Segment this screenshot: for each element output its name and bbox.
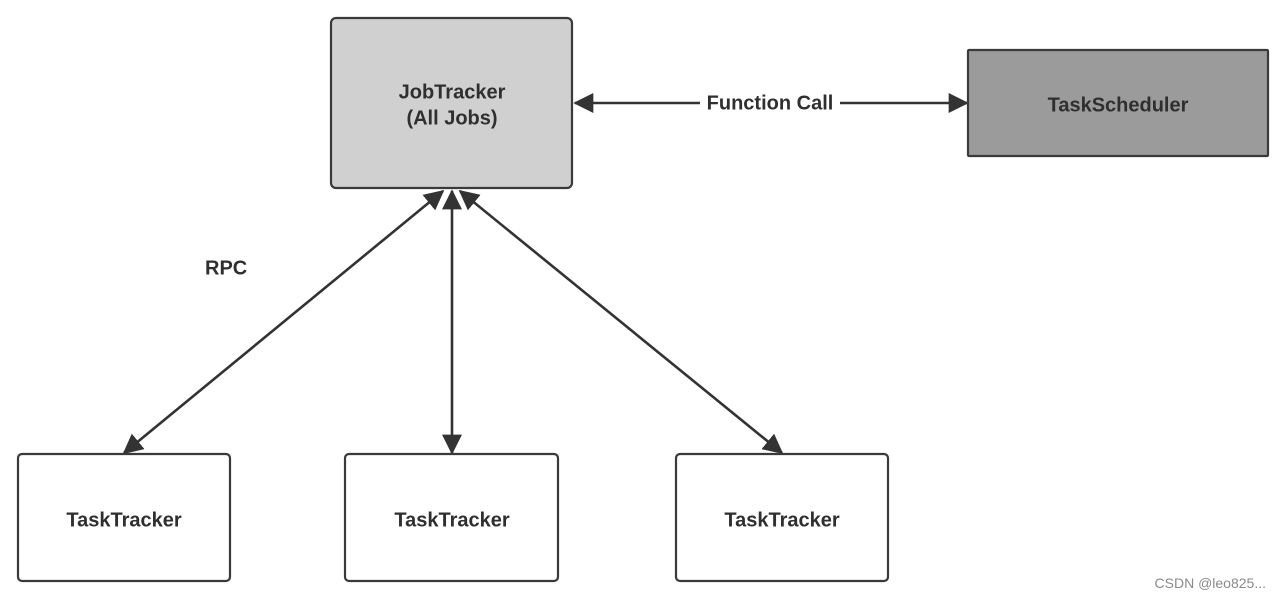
node-jobtracker: JobTracker (All Jobs): [329, 16, 574, 190]
watermark: CSDN @leo825...: [1154, 575, 1266, 591]
rpc-arrow-left: [122, 189, 445, 455]
edge-rpc-right: [458, 189, 784, 455]
tasktracker-3-box: [674, 452, 890, 583]
tasktracker-1-box: [16, 452, 232, 583]
taskscheduler-box: [966, 48, 1270, 158]
taskscheduler-label: TaskScheduler: [1048, 94, 1189, 116]
rpc-arrow-right: [458, 189, 784, 455]
tasktracker-1-label: TaskTracker: [66, 509, 181, 531]
edge-function-call: Function Call: [573, 92, 969, 114]
rpc-label: RPC: [205, 257, 247, 279]
node-tasktracker-2: TaskTracker: [343, 452, 560, 583]
jobtracker-label-line1: JobTracker: [399, 81, 506, 103]
tasktracker-2-label: TaskTracker: [394, 509, 509, 531]
edge-rpc-left: [122, 189, 445, 455]
node-taskscheduler: TaskScheduler: [966, 48, 1270, 158]
tasktracker-2-box: [343, 452, 560, 583]
node-tasktracker-1: TaskTracker: [16, 452, 232, 583]
node-tasktracker-3: TaskTracker: [674, 452, 890, 583]
jobtracker-label-line2: (All Jobs): [406, 107, 497, 129]
function-call-label: Function Call: [707, 92, 834, 114]
tasktracker-3-label: TaskTracker: [724, 509, 839, 531]
jobtracker-box: [329, 16, 574, 190]
